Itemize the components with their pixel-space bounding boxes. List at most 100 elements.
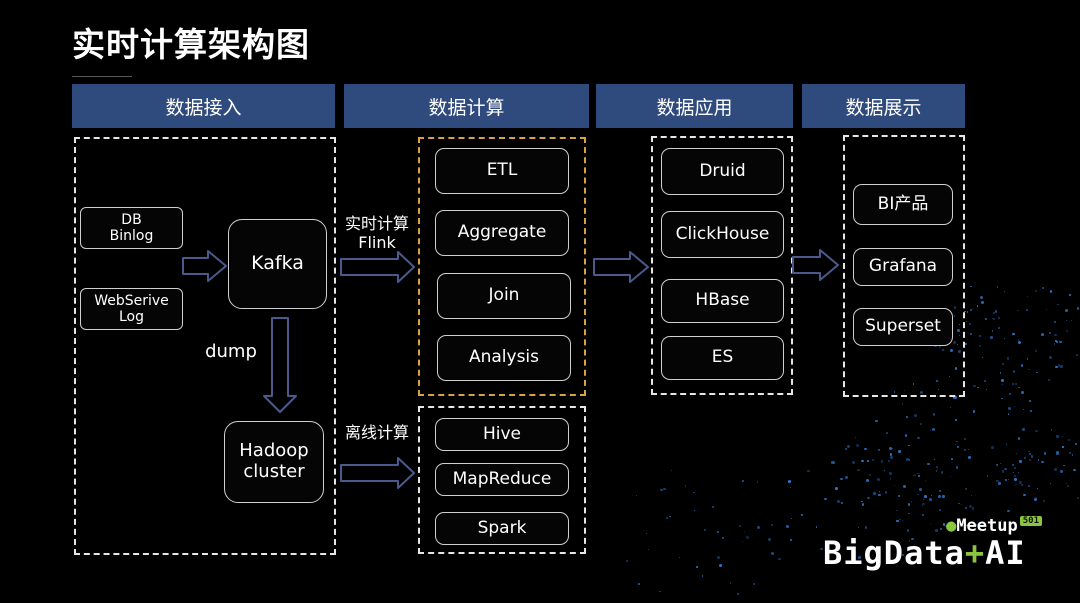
star-dot xyxy=(729,582,732,584)
star-dot xyxy=(1022,409,1025,411)
star-dot xyxy=(637,582,640,585)
star-dot xyxy=(960,503,963,505)
star-dot xyxy=(910,500,913,502)
star-dot xyxy=(958,334,960,336)
star-dot xyxy=(949,476,951,478)
star-dot xyxy=(992,311,996,314)
star-dot xyxy=(878,493,881,497)
star-dot xyxy=(722,536,724,539)
star-dot xyxy=(1049,332,1051,334)
star-dot xyxy=(1050,290,1053,293)
star-dot xyxy=(1015,382,1018,385)
star-dot xyxy=(768,538,772,541)
star-dot xyxy=(678,556,680,558)
star-dot xyxy=(1018,471,1020,474)
brand-bigdata: BigData xyxy=(823,534,965,572)
star-dot xyxy=(1041,460,1044,464)
node-mapreduce: MapReduce xyxy=(435,463,569,496)
node-hadoop-line1: Hadoop xyxy=(239,440,309,462)
star-dot xyxy=(1023,493,1026,497)
star-dot xyxy=(1015,452,1017,455)
brand-plus: + xyxy=(964,534,986,572)
star-dot xyxy=(954,367,958,371)
star-dot xyxy=(931,428,935,432)
star-dot xyxy=(1027,368,1030,371)
star-dot xyxy=(1012,471,1015,474)
star-dot xyxy=(939,346,942,349)
star-dot xyxy=(1062,446,1064,448)
star-dot xyxy=(939,528,942,531)
star-dot xyxy=(906,458,909,462)
star-dot xyxy=(967,449,970,451)
star-dot xyxy=(1012,463,1015,466)
star-dot xyxy=(1033,498,1037,502)
star-dot xyxy=(1036,371,1038,374)
label-realtime-line2: Flink xyxy=(358,233,396,253)
star-dot xyxy=(1008,407,1012,410)
star-dot xyxy=(973,384,976,388)
star-dot xyxy=(997,317,1000,320)
star-dot xyxy=(950,406,952,409)
star-dot xyxy=(942,495,945,498)
star-dot xyxy=(1001,378,1004,382)
star-dot xyxy=(902,553,905,556)
star-dot xyxy=(1030,455,1034,458)
star-dot xyxy=(712,506,715,508)
star-dot xyxy=(1002,362,1004,365)
star-dot xyxy=(932,412,936,416)
star-dot xyxy=(659,590,661,593)
star-dot xyxy=(743,531,746,533)
label-offline-compute: 离线计算 xyxy=(344,423,409,442)
star-dot xyxy=(1036,487,1038,489)
node-kafka: Kafka xyxy=(228,219,327,309)
star-dot xyxy=(996,286,999,288)
star-dot xyxy=(913,474,915,476)
star-dot xyxy=(1011,382,1015,386)
star-dot xyxy=(935,470,938,472)
star-dot xyxy=(854,436,857,439)
star-dot xyxy=(999,372,1002,374)
star-dot xyxy=(938,508,941,511)
star-dot xyxy=(1017,339,1019,341)
star-dot xyxy=(1068,451,1072,455)
star-dot xyxy=(753,583,756,586)
star-dot xyxy=(1048,378,1051,381)
star-dot xyxy=(1017,309,1019,312)
star-dot xyxy=(1053,343,1056,345)
star-dot xyxy=(741,541,744,543)
brand-ai: AI xyxy=(985,534,1026,572)
star-dot xyxy=(956,441,958,443)
star-dot xyxy=(701,575,704,577)
star-dot xyxy=(972,410,976,413)
star-dot xyxy=(1067,439,1070,441)
star-dot xyxy=(930,494,932,496)
star-dot xyxy=(867,459,870,462)
star-dot xyxy=(955,419,957,421)
star-dot xyxy=(907,503,911,506)
star-dot xyxy=(1013,466,1016,469)
star-dot xyxy=(831,460,835,464)
star-dot xyxy=(1037,459,1039,461)
star-dot xyxy=(1069,294,1071,297)
star-dot xyxy=(965,488,968,490)
star-dot xyxy=(1065,483,1067,485)
node-webserive-line2: Log xyxy=(118,309,144,325)
star-dot xyxy=(917,472,919,475)
star-dot xyxy=(871,459,874,462)
star-dot xyxy=(955,466,959,469)
star-dot xyxy=(976,305,979,307)
star-dot xyxy=(1014,483,1017,486)
star-dot xyxy=(936,468,939,470)
star-dot xyxy=(937,388,939,390)
star-dot xyxy=(980,296,984,300)
star-dot xyxy=(979,335,982,338)
star-dot xyxy=(1043,451,1047,455)
star-dot xyxy=(958,323,961,325)
star-dot xyxy=(896,509,898,511)
star-dot xyxy=(970,285,972,288)
star-dot xyxy=(864,526,868,530)
star-dot xyxy=(918,474,920,477)
star-dot xyxy=(1076,306,1080,310)
star-dot xyxy=(889,453,892,456)
star-dot xyxy=(1060,365,1064,369)
